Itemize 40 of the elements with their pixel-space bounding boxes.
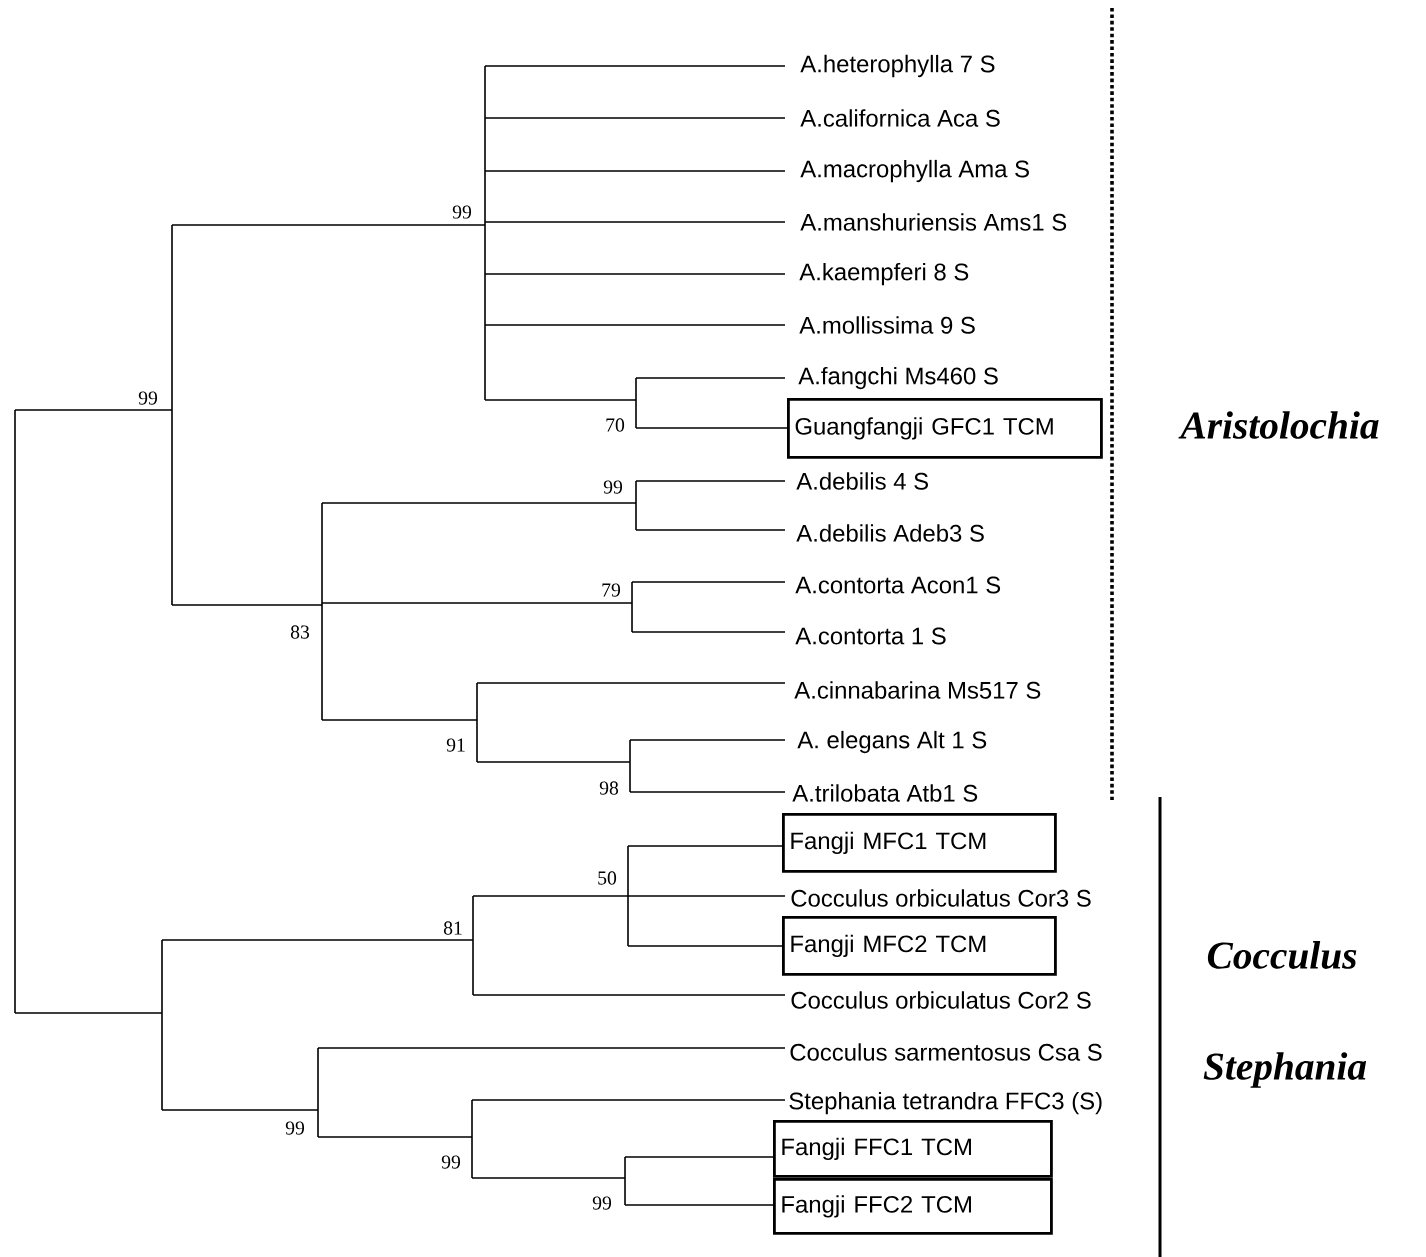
sample-box: Fangji FFC2 TCM: [773, 1178, 1053, 1235]
taxon-label: A.contorta 1 S: [795, 627, 946, 645]
bootstrap-value: 98: [599, 781, 619, 795]
sample-box: Fangji MFC1 TCM: [782, 813, 1057, 873]
bootstrap-value: 91: [446, 738, 465, 752]
taxon-label: A.manshuriensis Ams1 S: [800, 213, 1067, 231]
taxon-label: A.mollissima 9 S: [799, 316, 975, 334]
taxon-label: Cocculus sarmentosus Csa S: [790, 1043, 1102, 1061]
branch-line: [624, 1156, 774, 1158]
branch-line: [627, 845, 783, 847]
taxon-label: A.californica Aca S: [800, 109, 1000, 127]
sample-box: Fangji MFC2 TCM: [782, 916, 1057, 976]
bootstrap-value: 50: [598, 871, 617, 885]
branch-line: [627, 945, 783, 947]
bootstrap-value: 99: [285, 1121, 305, 1135]
taxon-label: Cocculus orbiculatus Cor3 S: [791, 889, 1091, 907]
taxon-label: A. elegans Alt 1 S: [797, 730, 987, 754]
branch-line: [624, 1204, 774, 1206]
bootstrap-value: 81: [443, 921, 462, 935]
taxon-label: A.contorta Acon1 S: [795, 576, 1001, 594]
bootstrap-value: 79: [602, 583, 621, 597]
clade-label: Stephania: [1203, 1052, 1367, 1088]
bootstrap-value: 99: [592, 1196, 612, 1210]
clade-label: Aristolochia: [1178, 411, 1379, 439]
bootstrap-value: 99: [603, 480, 623, 494]
taxon-label: A.heterophylla 7 S: [800, 54, 995, 78]
branch-line: [635, 427, 788, 429]
bootstrap-value: 83: [290, 625, 310, 639]
taxon-label: A.macrophylla Ama S: [800, 159, 1029, 183]
bootstrap-value: 70: [606, 418, 625, 432]
sample-box: Fangji FFC1 TCM: [773, 1120, 1053, 1178]
bootstrap-value: 99: [138, 391, 158, 405]
taxon-label: A.cinnabarina Ms517 S: [794, 681, 1041, 699]
taxon-label: A.kaempferi 8 S: [799, 262, 969, 286]
clade-label: Cocculus: [1207, 941, 1357, 969]
taxon-label: Stephania tetrandra FFC3 (S): [789, 1091, 1102, 1115]
taxon-label: A.debilis Adeb3 S: [796, 524, 984, 542]
bootstrap-value: 99: [452, 205, 472, 219]
sample-box: Guangfangji GFC1 TCM: [787, 398, 1103, 459]
bootstrap-value: 99: [441, 1155, 461, 1169]
